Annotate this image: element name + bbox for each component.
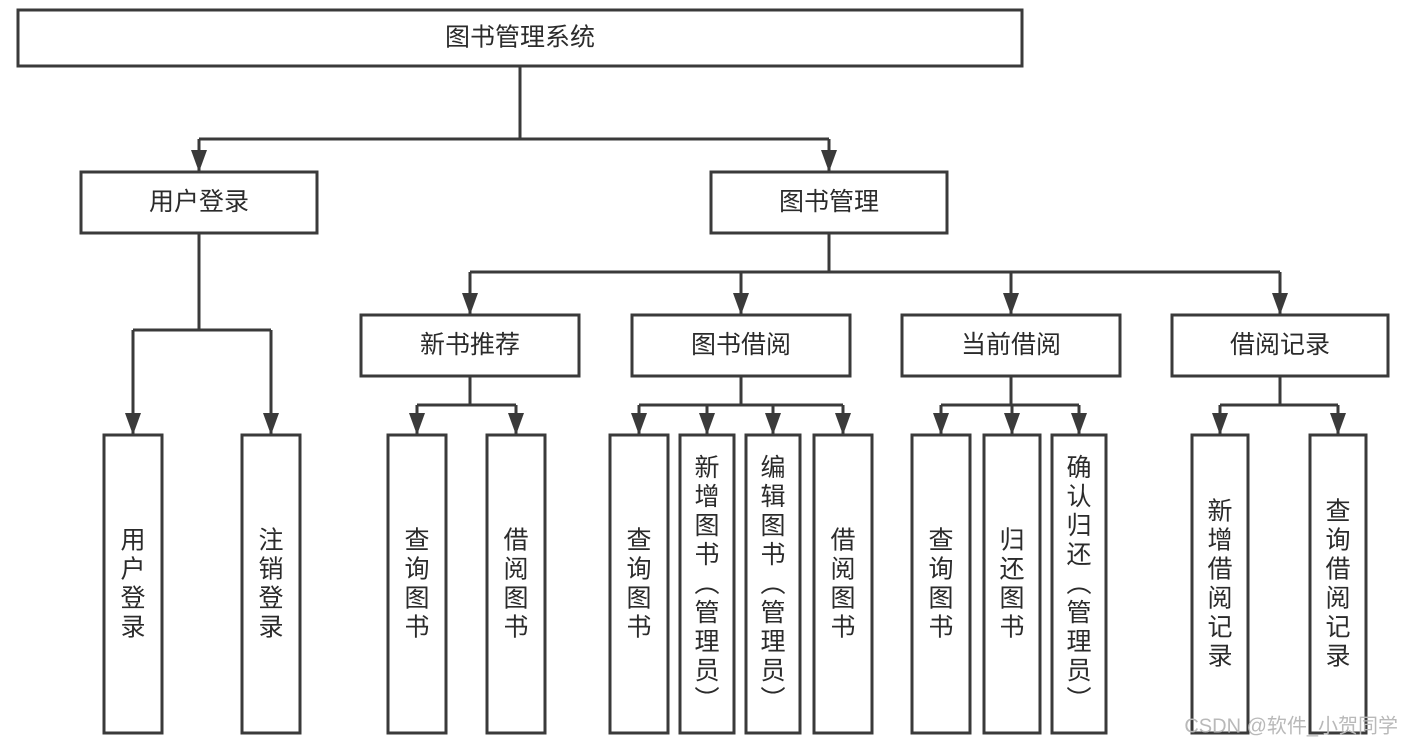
node-leaf-user-login[interactable]: 用户登录 [102, 433, 164, 735]
node-box-leaf-query-books-current [910, 433, 972, 735]
node-label-leaf-add-borrow-record: 新增借阅记录 [1207, 498, 1232, 671]
node-box-leaf-query-books-borrow [608, 433, 670, 735]
node-leaf-borrow-books[interactable]: 借阅图书 [812, 433, 874, 735]
node-box-book-borrow [630, 313, 852, 378]
node-label-leaf-user-login: 用户登录 [120, 527, 145, 642]
node-box-book-management [709, 170, 949, 235]
arrow-head-leaf-logout [263, 413, 279, 435]
node-box-leaf-return-books [982, 433, 1042, 735]
node-leaf-add-borrow-record[interactable]: 新增借阅记录 [1190, 433, 1250, 735]
node-label-user-login: 用户登录 [149, 188, 249, 216]
arrow-head-leaf-return-books [1004, 413, 1020, 435]
arrow-head-leaf-query-borrow-record [1330, 413, 1346, 435]
nodes-layer: 图书管理系统用户登录图书管理新书推荐图书借阅当前借阅借阅记录用户登录注销登录查询… [16, 8, 1390, 735]
node-leaf-return-books[interactable]: 归还图书 [982, 433, 1042, 735]
node-label-borrow-records: 借阅记录 [1230, 331, 1330, 359]
node-label-leaf-confirm-return-admin: 确认归还︵管理员︶ [1066, 454, 1091, 714]
node-leaf-borrow-books-rec[interactable]: 借阅图书 [485, 433, 547, 735]
node-current-borrow[interactable]: 当前借阅 [900, 313, 1122, 378]
arrow-head-leaf-query-books-rec [409, 413, 425, 435]
arrow-head-leaf-query-books-borrow [631, 413, 647, 435]
node-box-root [16, 8, 1024, 68]
node-leaf-confirm-return-admin[interactable]: 确认归还︵管理员︶ [1050, 433, 1108, 735]
node-label-leaf-edit-book-admin: 编辑图书︵管理员︶ [760, 454, 785, 714]
arrow-head-new-book-recommend [462, 293, 478, 315]
node-label-root: 图书管理系统 [445, 24, 595, 52]
node-root[interactable]: 图书管理系统 [16, 8, 1024, 68]
arrow-head-book-borrow [733, 293, 749, 315]
node-leaf-logout[interactable]: 注销登录 [240, 433, 302, 735]
node-leaf-add-book-admin[interactable]: 新增图书︵管理员︶ [678, 433, 736, 735]
node-label-leaf-logout: 注销登录 [258, 527, 283, 642]
node-box-new-book-recommend [359, 313, 581, 378]
node-leaf-edit-book-admin[interactable]: 编辑图书︵管理员︶ [744, 433, 802, 735]
node-box-leaf-confirm-return-admin [1050, 433, 1108, 735]
node-label-leaf-query-books-current: 查询图书 [928, 527, 953, 642]
node-box-leaf-borrow-books-rec [485, 433, 547, 735]
arrow-head-leaf-borrow-books [835, 413, 851, 435]
arrow-head-leaf-edit-book-admin [765, 413, 781, 435]
connectors-layer [125, 66, 1346, 435]
node-label-leaf-query-borrow-record: 查询借阅记录 [1325, 498, 1350, 671]
arrow-head-borrow-records [1272, 293, 1288, 315]
arrow-head-current-borrow [1003, 293, 1019, 315]
node-box-user-login [79, 170, 319, 235]
node-new-book-recommend[interactable]: 新书推荐 [359, 313, 581, 378]
csdn-watermark: CSDN @软件_小贺同学 [1184, 714, 1398, 737]
node-box-leaf-add-borrow-record [1190, 433, 1250, 735]
arrow-head-leaf-add-book-admin [699, 413, 715, 435]
node-leaf-query-books-borrow[interactable]: 查询图书 [608, 433, 670, 735]
arrow-head-leaf-confirm-return-admin [1071, 413, 1087, 435]
node-book-management[interactable]: 图书管理 [709, 170, 949, 235]
node-label-new-book-recommend: 新书推荐 [420, 331, 520, 359]
node-box-leaf-user-login [102, 433, 164, 735]
node-box-borrow-records [1170, 313, 1390, 378]
node-leaf-query-books-rec[interactable]: 查询图书 [386, 433, 448, 735]
node-box-current-borrow [900, 313, 1122, 378]
node-book-borrow[interactable]: 图书借阅 [630, 313, 852, 378]
node-borrow-records[interactable]: 借阅记录 [1170, 313, 1390, 378]
arrow-head-user-login [191, 150, 207, 172]
arrow-head-leaf-borrow-books-rec [508, 413, 524, 435]
arrow-head-leaf-user-login [125, 413, 141, 435]
node-label-leaf-add-book-admin: 新增图书︵管理员︶ [694, 454, 719, 714]
node-label-book-management: 图书管理 [779, 188, 879, 216]
arrow-head-leaf-add-borrow-record [1212, 413, 1228, 435]
node-label-current-borrow: 当前借阅 [961, 331, 1061, 359]
node-label-leaf-return-books: 归还图书 [999, 527, 1024, 642]
node-box-leaf-add-book-admin [678, 433, 736, 735]
node-box-leaf-query-books-rec [386, 433, 448, 735]
node-box-leaf-borrow-books [812, 433, 874, 735]
node-leaf-query-borrow-record[interactable]: 查询借阅记录 [1308, 433, 1368, 735]
node-label-leaf-query-books-rec: 查询图书 [404, 527, 429, 642]
node-label-leaf-borrow-books-rec: 借阅图书 [503, 527, 528, 642]
node-box-leaf-logout [240, 433, 302, 735]
node-box-leaf-query-borrow-record [1308, 433, 1368, 735]
node-box-leaf-edit-book-admin [744, 433, 802, 735]
node-label-leaf-query-books-borrow: 查询图书 [626, 527, 651, 642]
node-label-book-borrow: 图书借阅 [691, 331, 791, 359]
node-label-leaf-borrow-books: 借阅图书 [830, 527, 855, 642]
node-user-login[interactable]: 用户登录 [79, 170, 319, 235]
node-leaf-query-books-current[interactable]: 查询图书 [910, 433, 972, 735]
arrow-head-book-management [821, 150, 837, 172]
arrow-head-leaf-query-books-current [933, 413, 949, 435]
